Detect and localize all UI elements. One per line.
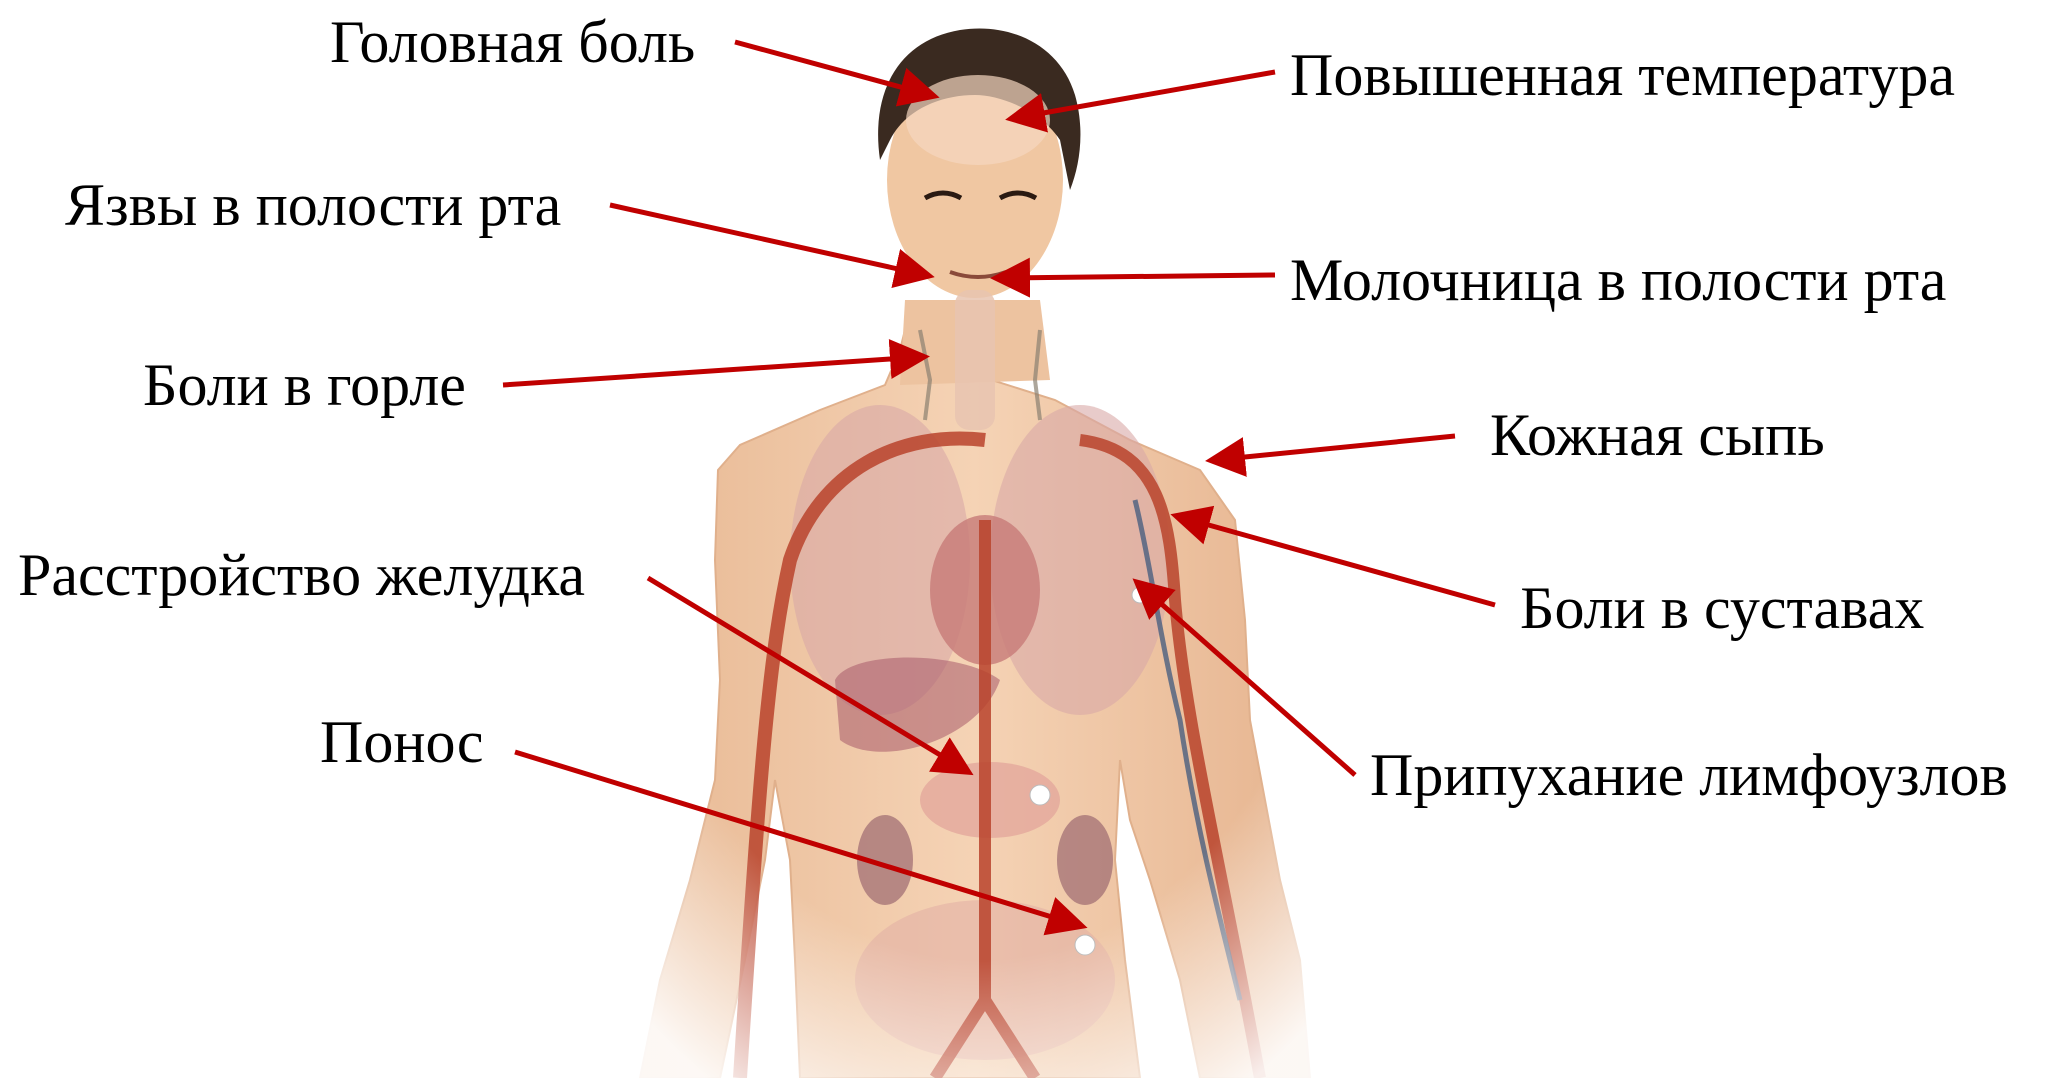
label-oral-thrush: Молочница в полости рта: [1290, 250, 1946, 310]
human-anatomy-figure: [600, 0, 1360, 1078]
label-swollen-lymph-nodes: Припухание лимфоузлов: [1370, 745, 2008, 805]
label-headache: Головная боль: [330, 12, 695, 72]
label-diarrhea: Понос: [320, 712, 484, 772]
arrow-oral-thrush: [1000, 275, 1275, 278]
label-stomach-upset: Расстройство желудка: [18, 545, 585, 605]
label-mouth-ulcers: Язвы в полости рта: [65, 175, 561, 235]
label-sore-throat: Боли в горле: [143, 355, 466, 415]
label-joint-pain: Боли в суставах: [1520, 578, 1924, 638]
label-skin-rash: Кожная сыпь: [1490, 405, 1825, 465]
figure-edge-fade: [600, 0, 1360, 1078]
label-fever: Повышенная температура: [1290, 45, 1955, 105]
